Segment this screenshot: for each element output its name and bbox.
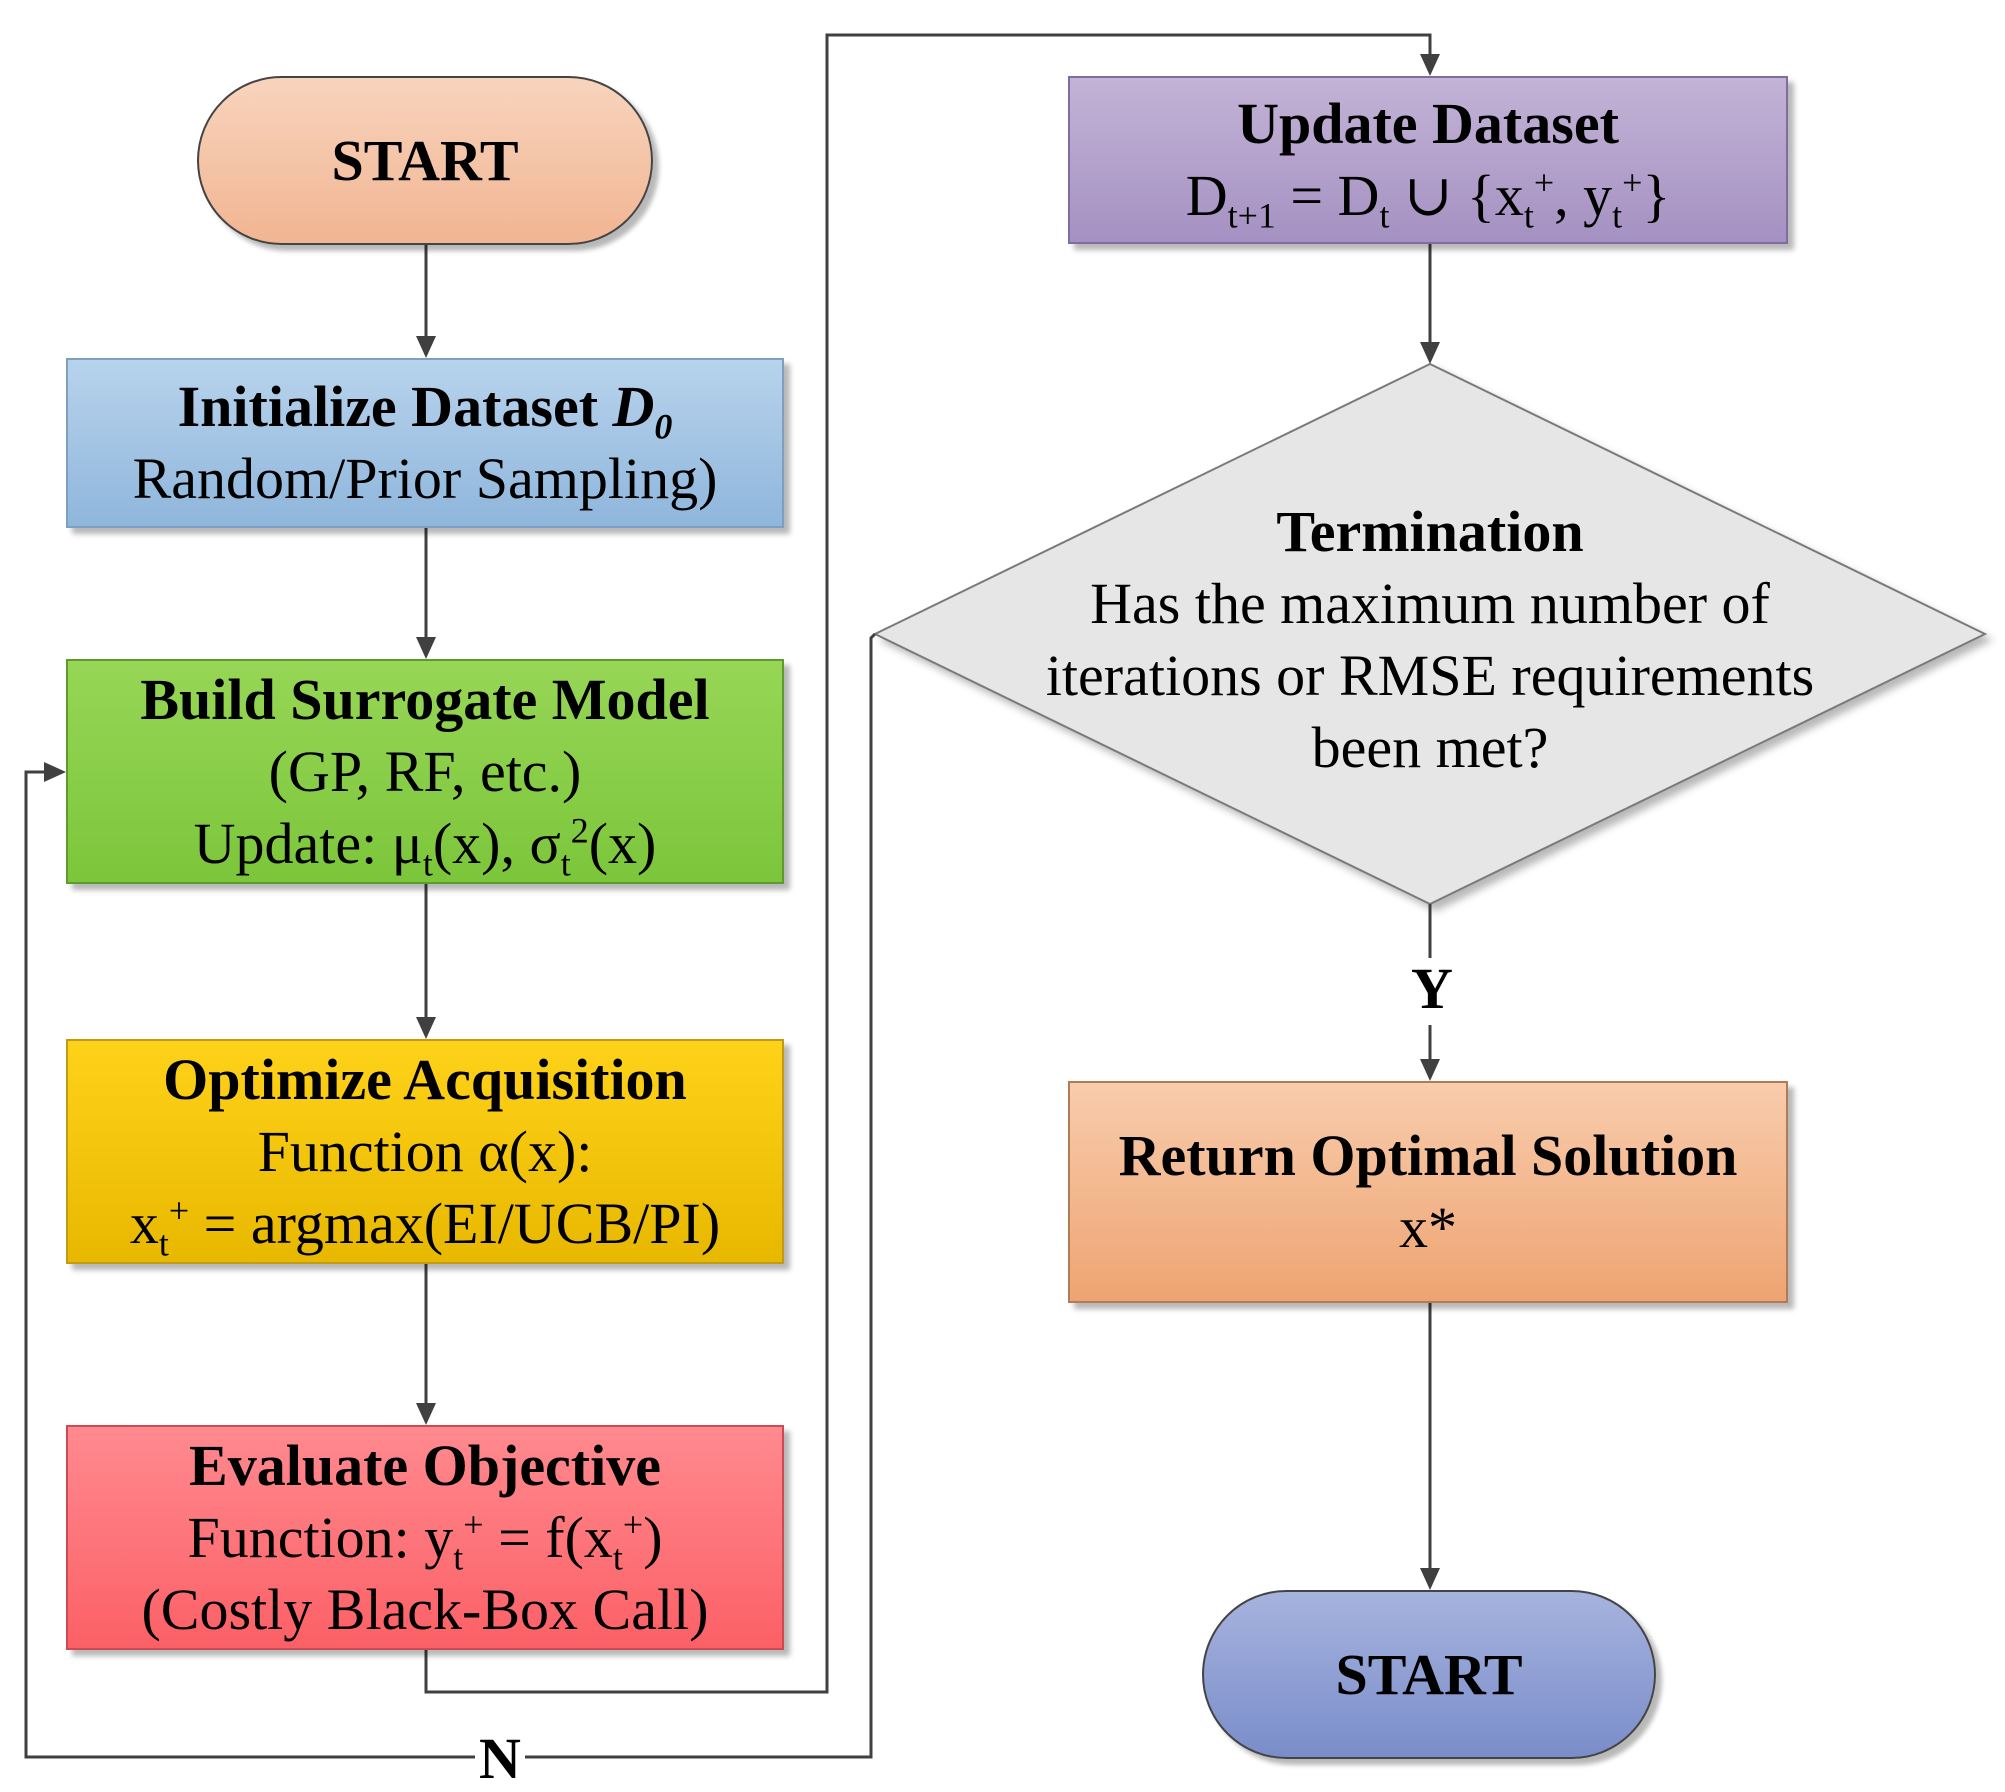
initialize-dataset-box: Initialize Dataset D0 Random/Prior Sampl… <box>66 358 784 528</box>
start-label: START <box>331 127 519 193</box>
build-update-formula: Update: μt(x), σt2(x) <box>193 810 657 884</box>
termination-title: Termination <box>1276 499 1584 564</box>
termination-question-line2: iterations or RMSE requirements <box>1045 643 1815 708</box>
yes-branch-label: Y <box>1411 956 1453 1021</box>
evaluate-note: (Costly Black-Box Call) <box>141 1576 709 1642</box>
optimize-function: Function α(x): <box>257 1118 593 1184</box>
connector-termination-no-loop <box>24 632 877 1759</box>
no-branch-label: N <box>475 1730 525 1788</box>
initialize-title: Initialize Dataset D0 <box>177 374 673 447</box>
update-formula: Dt+1 = Dt ∪ {xt+, yt+} <box>1185 162 1671 236</box>
arrowhead-initialize <box>416 336 436 358</box>
arrowhead-build-loop <box>44 762 66 782</box>
return-title: Return Optimal Solution <box>1118 1123 1738 1188</box>
return-optimal-solution-box: Return Optimal Solution x* <box>1068 1081 1788 1303</box>
evaluate-objective-box: Evaluate Objective Function: yt+ = f(xt+… <box>66 1425 784 1650</box>
build-surrogate-model-box: Build Surrogate Model (GP, RF, etc.) Upd… <box>66 659 784 884</box>
arrowhead-end <box>1420 1568 1440 1590</box>
evaluate-title: Evaluate Objective <box>189 1432 661 1498</box>
start-terminal: START <box>197 76 653 245</box>
update-title: Update Dataset <box>1237 91 1619 156</box>
update-dataset-box: Update Dataset Dt+1 = Dt ∪ {xt+, yt+} <box>1068 76 1788 244</box>
termination-text: Termination Has the maximum number of it… <box>900 490 1960 790</box>
arrowhead-termination <box>1420 342 1440 364</box>
arrowhead-update <box>1420 54 1440 76</box>
arrowhead-optimize <box>416 1017 436 1039</box>
termination-question-line1: Has the maximum number of <box>1090 571 1770 636</box>
evaluate-formula: Function: yt+ = f(xt+) <box>187 1504 663 1578</box>
end-terminal: START <box>1202 1590 1656 1759</box>
initialize-subtitle: Random/Prior Sampling) <box>132 446 718 511</box>
arrowhead-return <box>1420 1059 1440 1081</box>
build-models: (GP, RF, etc.) <box>268 738 582 804</box>
termination-question-line3: been met? <box>1311 715 1549 780</box>
optimize-formula: xt+ = argmax(EI/UCB/PI) <box>129 1190 721 1264</box>
connector-evaluate-to-update <box>424 33 1432 1694</box>
return-value: x* <box>1399 1195 1457 1260</box>
optimize-title: Optimize Acquisition <box>163 1046 687 1112</box>
arrowhead-build <box>416 637 436 659</box>
arrowhead-evaluate <box>416 1403 436 1425</box>
build-title: Build Surrogate Model <box>140 666 710 732</box>
end-label: START <box>1335 1641 1523 1707</box>
optimize-acquisition-box: Optimize Acquisition Function α(x): xt+ … <box>66 1039 784 1264</box>
